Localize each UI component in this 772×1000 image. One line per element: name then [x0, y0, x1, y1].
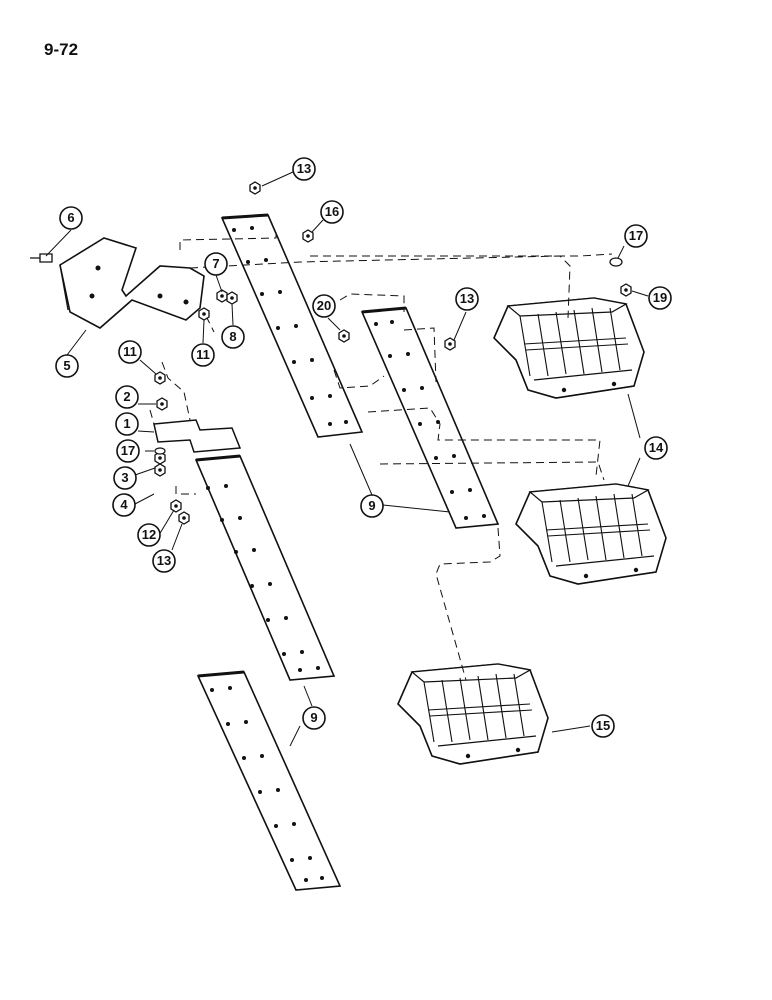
callout-14: 14: [644, 436, 668, 460]
svg-text:13: 13: [157, 553, 171, 568]
svg-text:9: 9: [368, 498, 375, 513]
callout-6: 6: [59, 206, 83, 230]
svg-text:14: 14: [649, 440, 664, 455]
callout-8: 8: [221, 325, 245, 349]
callout-5: 5: [55, 354, 79, 378]
svg-text:2: 2: [123, 389, 130, 404]
callout-13-right: 13: [455, 287, 479, 311]
callout-4: 4: [112, 493, 136, 517]
svg-text:6: 6: [67, 210, 74, 225]
step-plate-upper-left: [220, 213, 364, 438]
step-tread-lower: [397, 663, 549, 765]
svg-text:13: 13: [460, 291, 474, 306]
callout-9-upper: 9: [360, 494, 384, 518]
step-plate-upper-right: [360, 306, 500, 529]
callout-11-lower: 11: [191, 343, 215, 367]
leader-lines: [45, 171, 649, 747]
svg-text:7: 7: [212, 256, 219, 271]
callout-16: 16: [320, 200, 344, 224]
svg-text:4: 4: [120, 497, 128, 512]
svg-text:11: 11: [123, 344, 137, 359]
callout-3: 3: [113, 466, 137, 490]
svg-text:16: 16: [325, 204, 339, 219]
svg-text:15: 15: [596, 718, 610, 733]
callout-7: 7: [204, 252, 228, 276]
mounting-bracket: [59, 237, 205, 329]
svg-text:5: 5: [63, 358, 70, 373]
svg-text:8: 8: [229, 329, 236, 344]
svg-text:1: 1: [123, 416, 130, 431]
svg-text:17: 17: [629, 228, 643, 243]
svg-text:17: 17: [121, 443, 135, 458]
page-number: 9-72: [44, 40, 79, 59]
callout-12: 12: [137, 523, 161, 547]
callout-11-upper: 11: [118, 340, 142, 364]
callout-2: 2: [115, 385, 139, 409]
callout-20: 20: [312, 294, 336, 318]
svg-text:12: 12: [142, 527, 156, 542]
svg-text:13: 13: [297, 161, 311, 176]
svg-text:3: 3: [121, 470, 128, 485]
callout-9-lower: 9: [302, 706, 326, 730]
callout-17-right: 17: [624, 224, 648, 248]
step-bracket: [153, 419, 242, 453]
svg-text:11: 11: [196, 347, 210, 362]
callouts: 6 5 7 8 11 11 2 1 17 3 4 12 13 13 16 20 …: [55, 157, 672, 738]
callout-13-top: 13: [292, 157, 316, 181]
step-plate-middle: [194, 454, 336, 681]
callout-13-left: 13: [152, 549, 176, 573]
svg-text:19: 19: [653, 290, 667, 305]
svg-text:9: 9: [310, 710, 317, 725]
callout-19: 19: [648, 286, 672, 310]
svg-text:20: 20: [317, 298, 331, 313]
callout-15: 15: [591, 714, 615, 738]
step-tread-upper: [493, 297, 645, 399]
step-tread-middle: [515, 483, 667, 585]
callout-1: 1: [115, 412, 139, 436]
callout-17-left: 17: [116, 439, 140, 463]
step-plate-lower: [196, 670, 342, 891]
